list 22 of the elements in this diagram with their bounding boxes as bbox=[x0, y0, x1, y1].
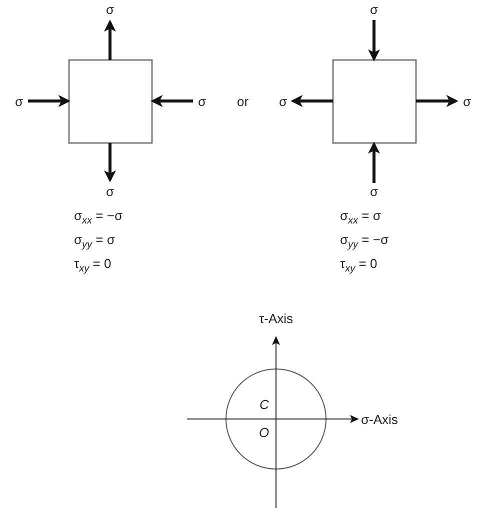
connector-word: or bbox=[237, 94, 249, 109]
stress-symbol: σ bbox=[106, 184, 114, 199]
axis-label: τ-Axis bbox=[259, 311, 294, 326]
stress-equation: σ$_{yy}$ = σ bbox=[74, 232, 115, 253]
stress-symbol: σ bbox=[370, 184, 378, 199]
stress-symbol: σ bbox=[106, 2, 114, 17]
mohr-circle bbox=[226, 368, 326, 470]
stress-symbol: σ bbox=[15, 94, 24, 109]
stress-symbol: σ bbox=[463, 94, 472, 109]
stress-element-square bbox=[68, 59, 153, 144]
stress-element-square bbox=[332, 59, 417, 144]
stress-symbol: σ bbox=[198, 94, 206, 109]
stress-symbol: σ bbox=[370, 2, 378, 17]
stress-equation: τ$_{xy}$ = 0 bbox=[74, 256, 112, 277]
axis-label: σ-Axis bbox=[361, 412, 398, 427]
stress-equation: σ$_{xx}$ = σ bbox=[340, 208, 381, 229]
point-label: O bbox=[259, 425, 270, 440]
stress-equation: τ$_{xy}$ = 0 bbox=[340, 256, 378, 277]
stress-equation: σ$_{yy}$ = −σ bbox=[340, 232, 388, 253]
point-label: C bbox=[260, 397, 269, 412]
stress-symbol: σ bbox=[279, 94, 288, 109]
stress-equation: σ$_{xx}$ = −σ bbox=[74, 208, 122, 229]
